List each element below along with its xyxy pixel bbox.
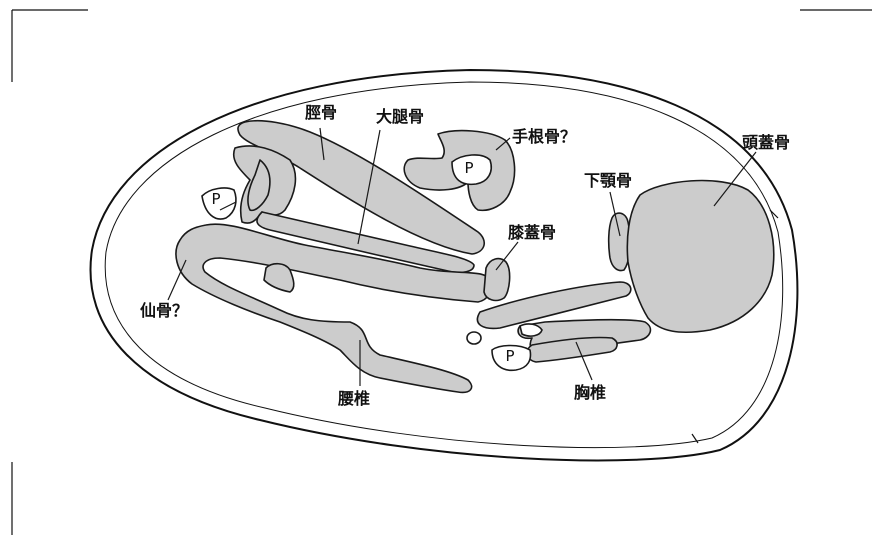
patella-bone [484,259,510,301]
p-marker-carpal: P [452,155,491,184]
p-marker-label: P [505,347,514,365]
skull-bone [627,181,773,333]
label-femur: 大腿骨 [376,107,424,126]
outline-tick [770,210,778,218]
label-carpal: 手根骨？ [512,127,576,146]
label-mandible: 下顎骨 [584,171,632,190]
label-skull: 頭蓋骨 [742,133,790,152]
lumbar-fragment [264,264,294,292]
sacrum-loop [176,224,491,392]
label-tibia: 脛骨 [305,103,337,122]
label-patella: 膝蓋骨 [508,223,556,242]
p-marker-label: P [464,159,473,177]
p-marker-label: P [211,190,220,208]
p-marker-thoracic: P [492,346,530,371]
thoracic-small [520,324,542,336]
small-bone [467,332,481,344]
p-marker-left: P [202,188,236,219]
label-lumbar: 腰椎 [338,389,370,408]
label-thoracic: 胸椎 [574,383,606,402]
label-sacrum: 仙骨？ [140,301,188,320]
